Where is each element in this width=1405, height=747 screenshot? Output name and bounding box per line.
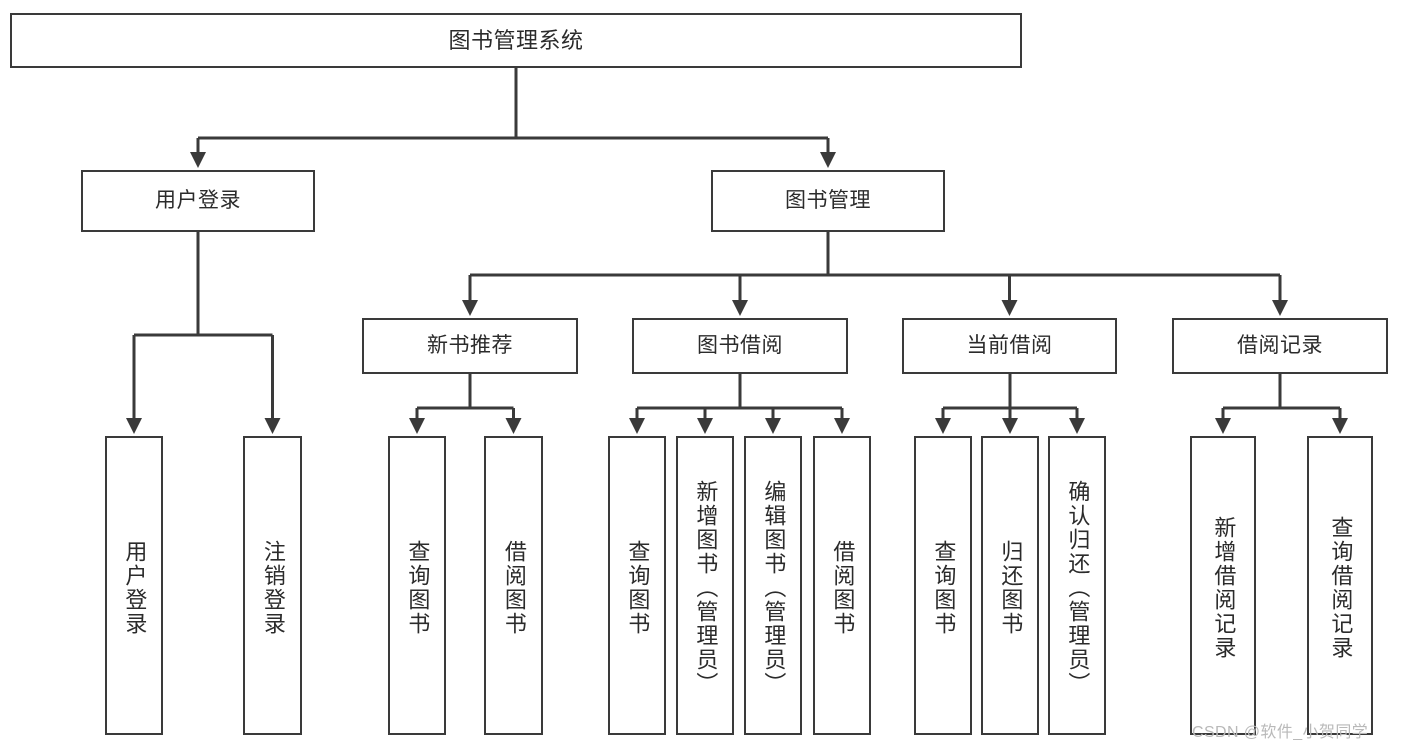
node-new-book-rec[interactable]: 新书推荐: [362, 318, 578, 374]
node-label: 归还图书: [998, 539, 1024, 636]
node-user-login[interactable]: 用户登录: [81, 170, 315, 232]
node-leaf-query-rec[interactable]: 查询借阅记录: [1307, 436, 1373, 735]
node-book-borrow[interactable]: 图书借阅: [632, 318, 848, 374]
node-label: 图书管理: [785, 188, 871, 212]
c-cb-split-arrow-leaf-confirm-head: [1069, 418, 1085, 434]
node-book-manage[interactable]: 图书管理: [711, 170, 945, 232]
node-leaf-query2[interactable]: 查询图书: [608, 436, 666, 735]
node-leaf-query3[interactable]: 查询图书: [914, 436, 972, 735]
node-label: 用户登录: [155, 188, 241, 212]
c-ul-split-arrow-leaf-login-head: [126, 418, 142, 434]
node-leaf-query1[interactable]: 查询图书: [388, 436, 446, 735]
node-label: 新增图书（管理员）: [693, 479, 719, 696]
node-label: 查询借阅记录: [1328, 515, 1354, 660]
node-label: 确认归还（管理员）: [1065, 479, 1091, 696]
node-root[interactable]: 图书管理系统: [10, 13, 1022, 68]
node-label: 新书推荐: [427, 333, 513, 357]
c-bm-split-arrow-new-book-rec-head: [462, 300, 478, 316]
c-cb-split-arrow-leaf-query3-head: [935, 418, 951, 434]
connector-group: [126, 68, 1348, 434]
c-nbr-split-arrow-leaf-borrow1-head: [505, 418, 522, 434]
c-nbr-split-arrow-leaf-query1-head: [409, 418, 425, 434]
c-bm-split-arrow-book-borrow-head: [732, 300, 748, 316]
c-bm-split-arrow-current-borrow-head: [1001, 300, 1018, 316]
node-leaf-borrow2[interactable]: 借阅图书: [813, 436, 871, 735]
c-ul-split-arrow-leaf-logout-head: [264, 418, 281, 434]
c-bm-split-arrow-borrow-record-head: [1272, 300, 1288, 316]
node-leaf-borrow1[interactable]: 借阅图书: [484, 436, 543, 735]
node-borrow-record[interactable]: 借阅记录: [1172, 318, 1388, 374]
node-label: 图书借阅: [697, 333, 783, 357]
c-br-split-arrow-leaf-query-rec-head: [1332, 418, 1348, 434]
node-leaf-logout[interactable]: 注销登录: [243, 436, 302, 735]
node-label: 编辑图书（管理员）: [761, 479, 787, 696]
c-cb-split-arrow-leaf-return-head: [1002, 418, 1018, 434]
node-label: 当前借阅: [966, 333, 1053, 357]
node-current-borrow[interactable]: 当前借阅: [902, 318, 1117, 374]
node-leaf-add-book[interactable]: 新增图书（管理员）: [676, 436, 734, 735]
node-label: 借阅图书: [830, 539, 856, 636]
node-label: 新增借阅记录: [1211, 515, 1237, 660]
node-label: 图书管理系统: [448, 27, 584, 53]
node-leaf-confirm[interactable]: 确认归还（管理员）: [1048, 436, 1106, 735]
node-label: 注销登录: [260, 539, 286, 636]
node-label: 查询图书: [625, 539, 651, 636]
node-label: 查询图书: [405, 539, 431, 636]
node-leaf-edit-book[interactable]: 编辑图书（管理员）: [744, 436, 802, 735]
node-label: 借阅记录: [1237, 333, 1323, 357]
c-bb-split-arrow-leaf-add-book-head: [697, 418, 713, 434]
c-br-split-arrow-leaf-add-rec-head: [1215, 418, 1231, 434]
node-leaf-return[interactable]: 归还图书: [981, 436, 1039, 735]
c-bb-split-arrow-leaf-query2-head: [629, 418, 645, 434]
c-root-split-arrow-book-manage-head: [820, 152, 836, 168]
c-bb-split-arrow-leaf-borrow2-head: [834, 418, 850, 434]
node-label: 借阅图书: [501, 539, 527, 636]
node-label: 用户登录: [122, 539, 148, 636]
node-label: 查询图书: [931, 539, 957, 636]
node-leaf-add-rec[interactable]: 新增借阅记录: [1190, 436, 1256, 735]
c-bb-split-arrow-leaf-edit-book-head: [765, 418, 781, 434]
c-root-split-arrow-user-login-head: [190, 152, 206, 168]
node-leaf-login[interactable]: 用户登录: [105, 436, 163, 735]
